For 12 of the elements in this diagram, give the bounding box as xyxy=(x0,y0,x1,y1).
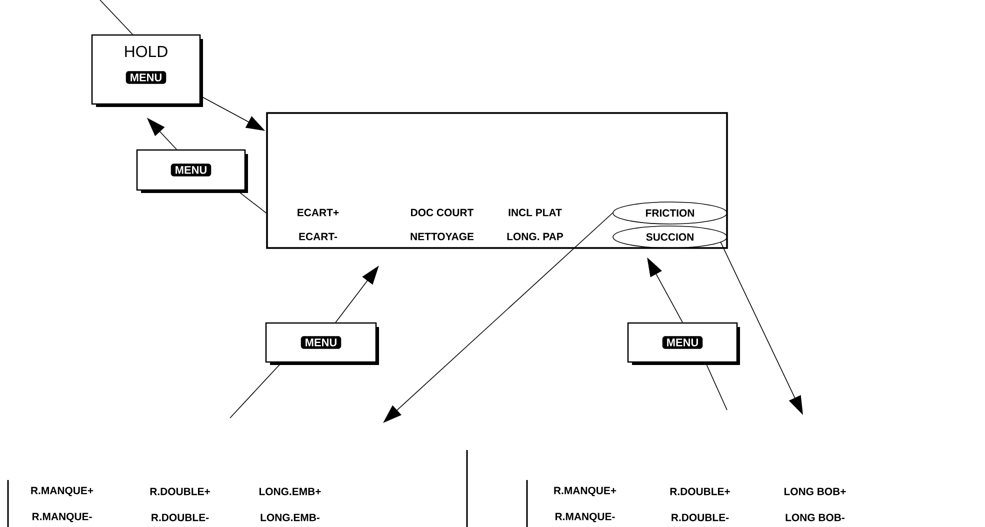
menu-key: MENU xyxy=(300,336,342,349)
key-callout-box xyxy=(265,322,379,365)
highlight-oval: FRICTION xyxy=(612,202,728,224)
highlight-oval: SUCCION xyxy=(612,226,728,248)
key-callout-box xyxy=(136,149,248,193)
menu-key: MENU xyxy=(126,71,166,84)
menu-key: MENU xyxy=(662,336,703,349)
menu-option-list: R.MANQUE+ R.DOUBLE+ LONG BOB+ R.MANQUE- R.DOUBLE- LONG BOB- xyxy=(526,480,846,527)
key-callout-box xyxy=(627,322,740,365)
menu-key: MENU xyxy=(170,164,212,176)
key-callout-box: HOLD MENU xyxy=(91,34,203,107)
menu-option-list: R.MANQUE+ R.DOUBLE+ LONG.EMB+ R.MANQUE- R.DOUBLE- LONG.EMB- xyxy=(7,480,321,527)
